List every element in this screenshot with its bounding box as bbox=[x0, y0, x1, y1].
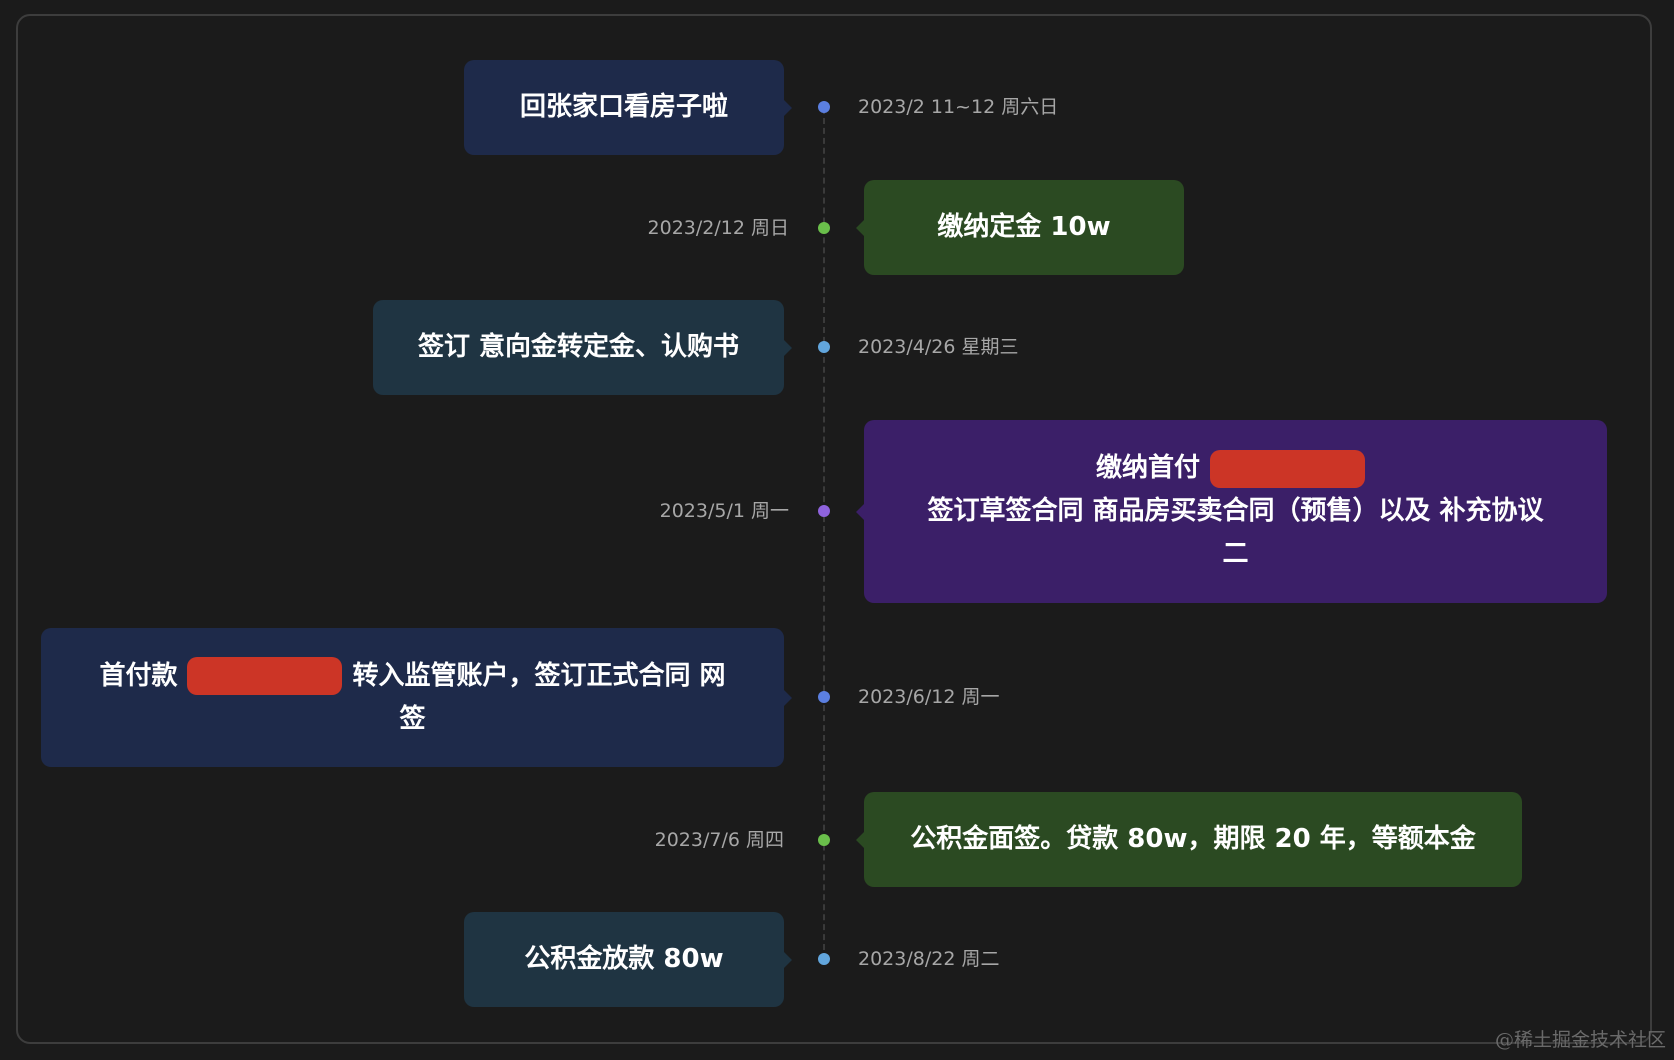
event-card-supervised-account: 首付款 转入监管账户，签订正式合同 网 签 bbox=[41, 628, 784, 767]
event-card-text: 回张家口看房子啦 bbox=[519, 92, 728, 122]
event-date: 2023/8/22 周二 bbox=[858, 948, 1000, 970]
event-date: 2023/6/12 周一 bbox=[858, 686, 1000, 708]
event-card-loan-release: 公积金放款 80w bbox=[464, 912, 784, 1007]
event-date: 2023/7/6 周四 bbox=[654, 829, 784, 851]
event-card-deposit: 缴纳定金 10w bbox=[864, 180, 1184, 275]
timeline-frame bbox=[16, 14, 1652, 1044]
timeline-dot bbox=[818, 341, 830, 353]
timeline-dot bbox=[818, 834, 830, 846]
event-card-text: 缴纳定金 10w bbox=[937, 212, 1111, 242]
event-card-text: 缴纳首付 bbox=[1095, 453, 1200, 483]
event-card-text: 公积金放款 80w bbox=[524, 944, 724, 974]
timeline-dot bbox=[818, 101, 830, 113]
redacted-amount bbox=[1210, 449, 1365, 488]
timeline-dot bbox=[818, 222, 830, 234]
event-card-text: 签订 意向金转定金、认购书 bbox=[417, 332, 740, 362]
timeline-dot bbox=[818, 691, 830, 703]
event-date: 2023/2/12 周日 bbox=[647, 217, 789, 239]
event-card-down-payment: 缴纳首付 签订草签合同 商品房买卖合同（预售）以及 补充协议 二 bbox=[864, 420, 1607, 603]
timeline-dot bbox=[818, 505, 830, 517]
watermark: @稀土掘金技术社区 bbox=[1494, 1029, 1666, 1051]
event-card-text: 签 bbox=[399, 703, 426, 734]
timeline-dot bbox=[818, 953, 830, 965]
event-card-view-house: 回张家口看房子啦 bbox=[464, 60, 784, 155]
event-date: 2023/5/1 周一 bbox=[659, 500, 789, 522]
event-card-line: 缴纳首付 bbox=[1096, 447, 1375, 490]
event-card-text: 首付款 bbox=[99, 660, 178, 691]
event-card-text: 签订草签合同 商品房买卖合同（预售）以及 补充协议 bbox=[927, 496, 1544, 526]
event-date: 2023/4/26 星期三 bbox=[858, 336, 1019, 358]
event-date: 2023/2 11~12 周六日 bbox=[858, 96, 1059, 118]
redacted-amount bbox=[187, 657, 343, 695]
event-card-text: 公积金面签。贷款 80w，期限 20 年，等额本金 bbox=[910, 824, 1476, 854]
event-card-loan-signing: 公积金面签。贷款 80w，期限 20 年，等额本金 bbox=[864, 792, 1522, 887]
event-card-line: 首付款 转入监管账户，签订正式合同 网 bbox=[99, 655, 726, 698]
timeline-axis bbox=[823, 108, 825, 960]
event-card-text: 二 bbox=[1222, 539, 1249, 569]
event-card-subscription: 签订 意向金转定金、认购书 bbox=[373, 300, 784, 395]
event-card-text: 转入监管账户，签订正式合同 网 bbox=[352, 660, 726, 691]
